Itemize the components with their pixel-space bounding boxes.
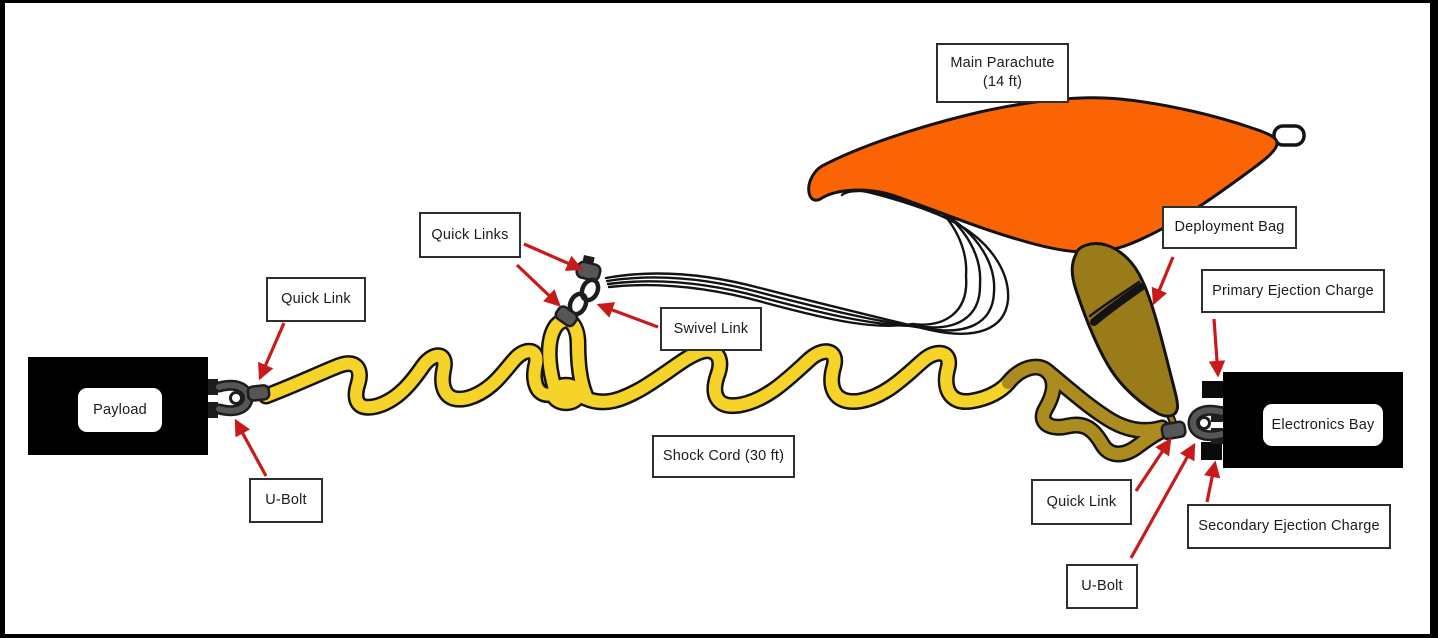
- arrow-quick-link-left: [258, 322, 286, 381]
- arrow-quick-links-bottom: [515, 263, 561, 307]
- label-main-parachute-line2: (14 ft): [982, 74, 1023, 90]
- label-swivel-link: Swivel Link: [660, 307, 762, 351]
- arrow-quick-link-right: [1134, 437, 1172, 492]
- payload-body: Payload: [28, 357, 208, 455]
- u-bolt-right-shape: [1187, 404, 1228, 444]
- label-secondary-ejection-charge: Secondary Ejection Charge: [1187, 504, 1391, 549]
- label-main-parachute: Main Parachute (14 ft): [936, 43, 1069, 103]
- electronics-bay-label: Electronics Bay: [1263, 404, 1383, 446]
- main-parachute-shape: [807, 96, 1279, 254]
- arrow-quick-links-top: [523, 242, 584, 271]
- label-main-parachute-line1: Main Parachute: [950, 55, 1055, 72]
- arrow-secondary-ejection: [1204, 460, 1221, 503]
- quick-link-right-shape: [1160, 420, 1187, 441]
- parachute-apex-loop: [1272, 124, 1306, 147]
- arrow-u-bolt-right: [1129, 442, 1196, 559]
- deployment-bag-shape: [1070, 242, 1179, 429]
- ejection-charges-shape: [1201, 381, 1223, 460]
- label-quick-link-left: Quick Link: [266, 277, 366, 322]
- label-deployment-bag: Deployment Bag: [1162, 206, 1297, 249]
- label-u-bolt-right: U-Bolt: [1066, 564, 1138, 609]
- callout-arrows: [234, 242, 1226, 559]
- label-quick-link-right: Quick Link: [1031, 479, 1132, 525]
- electronics-bay-body: Electronics Bay: [1223, 372, 1403, 468]
- label-u-bolt-left: U-Bolt: [249, 478, 323, 523]
- label-quick-links: Quick Links: [419, 212, 521, 258]
- arrow-primary-ejection: [1208, 318, 1226, 378]
- deployment-bag-opening: [1090, 283, 1145, 326]
- shock-cord: [260, 314, 1170, 460]
- arrow-u-bolt-left: [234, 418, 268, 477]
- payload-label: Payload: [78, 388, 162, 432]
- quick-link-left-shape: [246, 384, 271, 402]
- arrow-swivel-link: [596, 302, 659, 329]
- arrow-deployment-bag: [1151, 256, 1175, 306]
- label-shock-cord: Shock Cord (30 ft): [652, 435, 795, 478]
- label-primary-ejection-charge: Primary Ejection Charge: [1201, 269, 1385, 313]
- u-bolt-left-shape: [206, 379, 254, 418]
